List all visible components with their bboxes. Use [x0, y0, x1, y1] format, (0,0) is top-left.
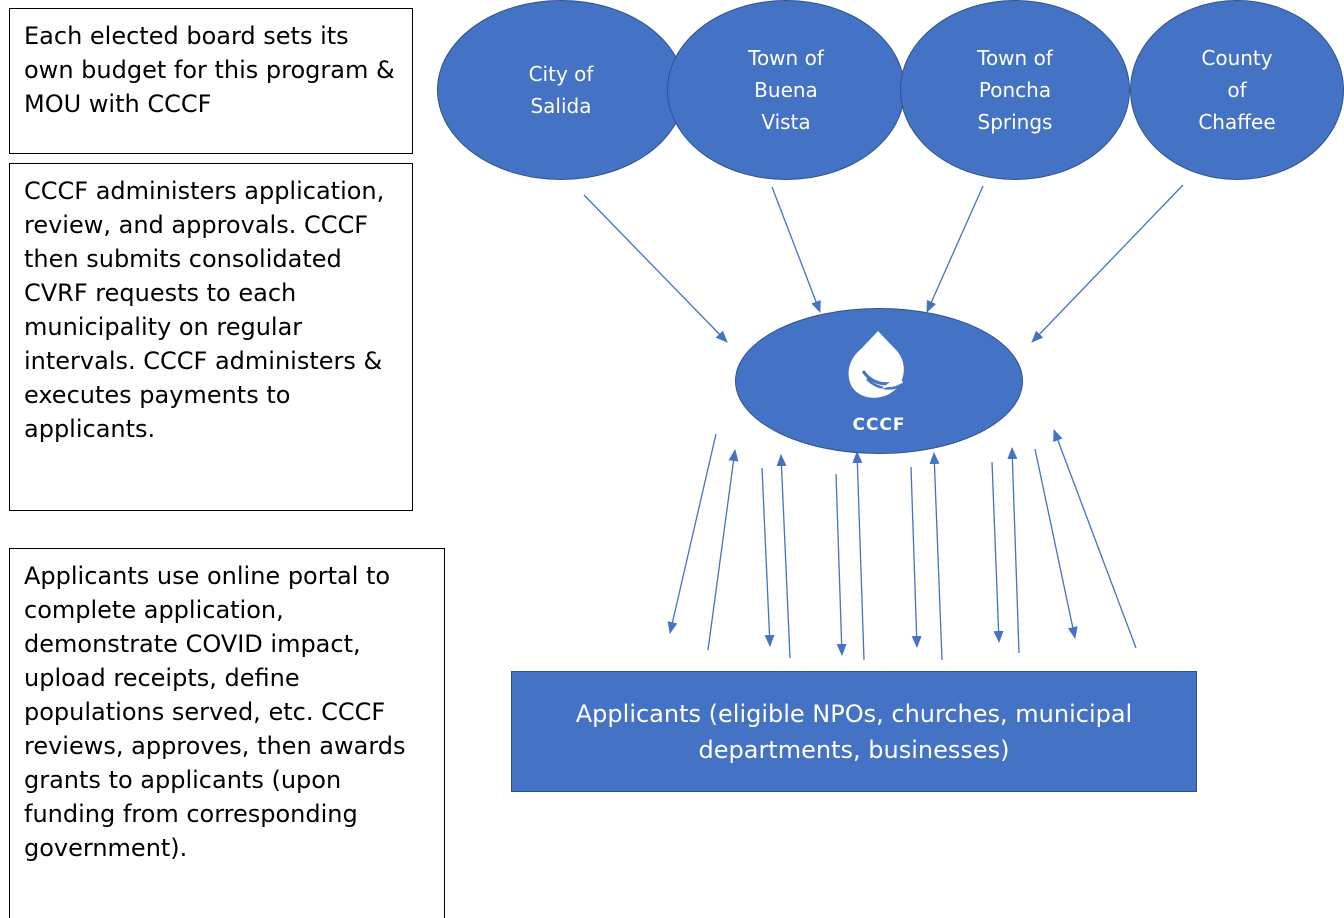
arrow-cccf-to-applicants: [761, 467, 775, 647]
note-applicant-process: Applicants use online portal to complete…: [9, 548, 445, 918]
arrow-cccf-to-applicants: [667, 433, 717, 634]
node-city-of-salida: City of Salida: [437, 0, 685, 180]
arrow-cccf-to-applicants: [910, 466, 922, 648]
arrow-cccf-to-applicants: [835, 473, 847, 656]
node-applicants: Applicants (eligible NPOs, churches, mun…: [511, 671, 1197, 792]
arrow-salida-to-cccf: [583, 194, 728, 343]
node-county-of-chaffee: County of Chaffee: [1130, 0, 1344, 180]
arrow-buenavista-to-cccf: [771, 186, 821, 313]
arrow-applicants-to-cccf: [852, 451, 865, 661]
arrow-applicants-to-cccf: [929, 452, 943, 661]
cccf-logo-icon: [848, 331, 904, 398]
note-cccf-administration: CCCF administers application, review, an…: [9, 163, 413, 511]
arrow-poncha-to-cccf: [926, 185, 984, 313]
arrow-applicants-to-cccf: [1053, 429, 1137, 649]
node-town-of-buena-vista: Town of Buena Vista: [667, 0, 905, 180]
arrow-applicants-to-cccf: [1007, 447, 1020, 654]
arrow-applicants-to-cccf: [776, 454, 791, 659]
arrow-cccf-to-applicants: [1034, 448, 1078, 639]
note-board-budget: Each elected board sets its own budget f…: [9, 8, 413, 154]
arrow-cccf-to-applicants: [991, 461, 1004, 643]
cccf-label: CCCF: [852, 415, 906, 435]
arrow-chaffee-to-cccf: [1031, 184, 1184, 343]
arrow-applicants-to-cccf: [707, 449, 739, 651]
node-town-of-poncha-springs: Town of Poncha Springs: [900, 0, 1130, 180]
node-cccf: CCCF: [735, 308, 1023, 454]
